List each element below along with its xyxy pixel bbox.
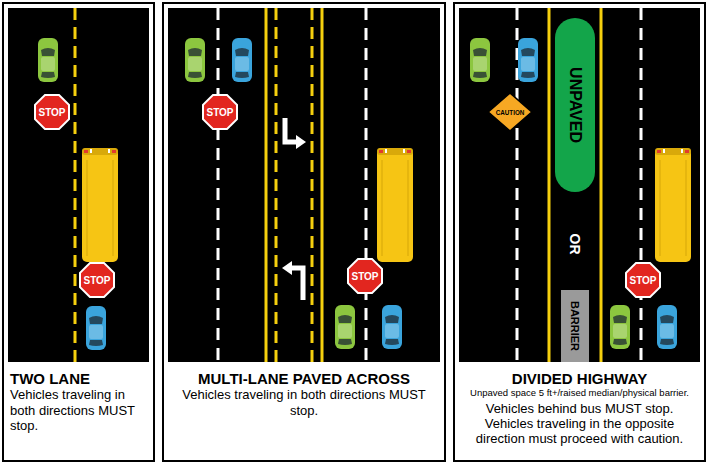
stop-sign: STOP	[79, 262, 115, 298]
sign-text: STOP	[206, 107, 233, 118]
stop-octagon	[36, 96, 68, 128]
panel-box: TWO LANEVehicles traveling in both direc…	[2, 2, 155, 462]
panel-caption: TWO LANEVehicles traveling in both direc…	[4, 366, 153, 433]
stop-sign: STOP	[34, 94, 70, 130]
panel-heading: MULTI-LANE PAVED ACROSS	[170, 370, 438, 387]
sign-text: STOP	[629, 275, 656, 286]
panel-note: Vehicles traveling in both directions MU…	[10, 387, 147, 433]
unpaved-median	[555, 18, 595, 192]
caution-sign: CAUTION	[487, 92, 533, 132]
panel-note: Unpaved space 5 ft+/raised median/physic…	[461, 387, 698, 398]
stop-sign: STOP	[202, 94, 238, 130]
stop-octagon-rim	[202, 94, 238, 130]
unpaved-sign: UNPAVED	[555, 18, 595, 192]
panel-heading: TWO LANE	[10, 370, 147, 387]
stop-sign: STOP	[347, 258, 383, 294]
panel-note: Vehicles behind bus MUST stop. Vehicles …	[461, 401, 698, 447]
stop-octagon	[204, 96, 236, 128]
panel-caption: DIVIDED HIGHWAYUnpaved space 5 ft+/raise…	[455, 366, 704, 447]
stop-octagon-rim	[347, 258, 383, 294]
stop-octagon-rim	[79, 262, 115, 298]
caution-diamond	[488, 93, 532, 131]
stop-octagon	[627, 264, 659, 296]
panel-note: Vehicles traveling in both directions MU…	[170, 387, 438, 418]
panel-box: DIVIDED HIGHWAYUnpaved space 5 ft+/raise…	[453, 2, 706, 462]
stop-octagon	[349, 260, 381, 292]
stop-octagon-rim	[625, 262, 661, 298]
stop-octagon-rim	[34, 94, 70, 130]
sign-text: CAUTION	[496, 109, 525, 116]
panel-box: MULTI-LANE PAVED ACROSSVehicles travelin…	[162, 2, 446, 462]
panel-heading: DIVIDED HIGHWAY	[461, 370, 698, 387]
barrier-sign: BARRIER	[561, 290, 589, 362]
stop-sign: STOP	[625, 262, 661, 298]
panel-caption: MULTI-LANE PAVED ACROSSVehicles travelin…	[164, 366, 444, 418]
sign-text: STOP	[38, 107, 65, 118]
sign-text: STOP	[83, 275, 110, 286]
stop-octagon	[81, 264, 113, 296]
barrier-median	[561, 290, 589, 362]
median-label: OR	[567, 234, 583, 255]
sign-text: UNPAVED	[566, 67, 584, 143]
sign-text: STOP	[351, 271, 378, 282]
sign-text: BARRIER	[569, 301, 581, 351]
